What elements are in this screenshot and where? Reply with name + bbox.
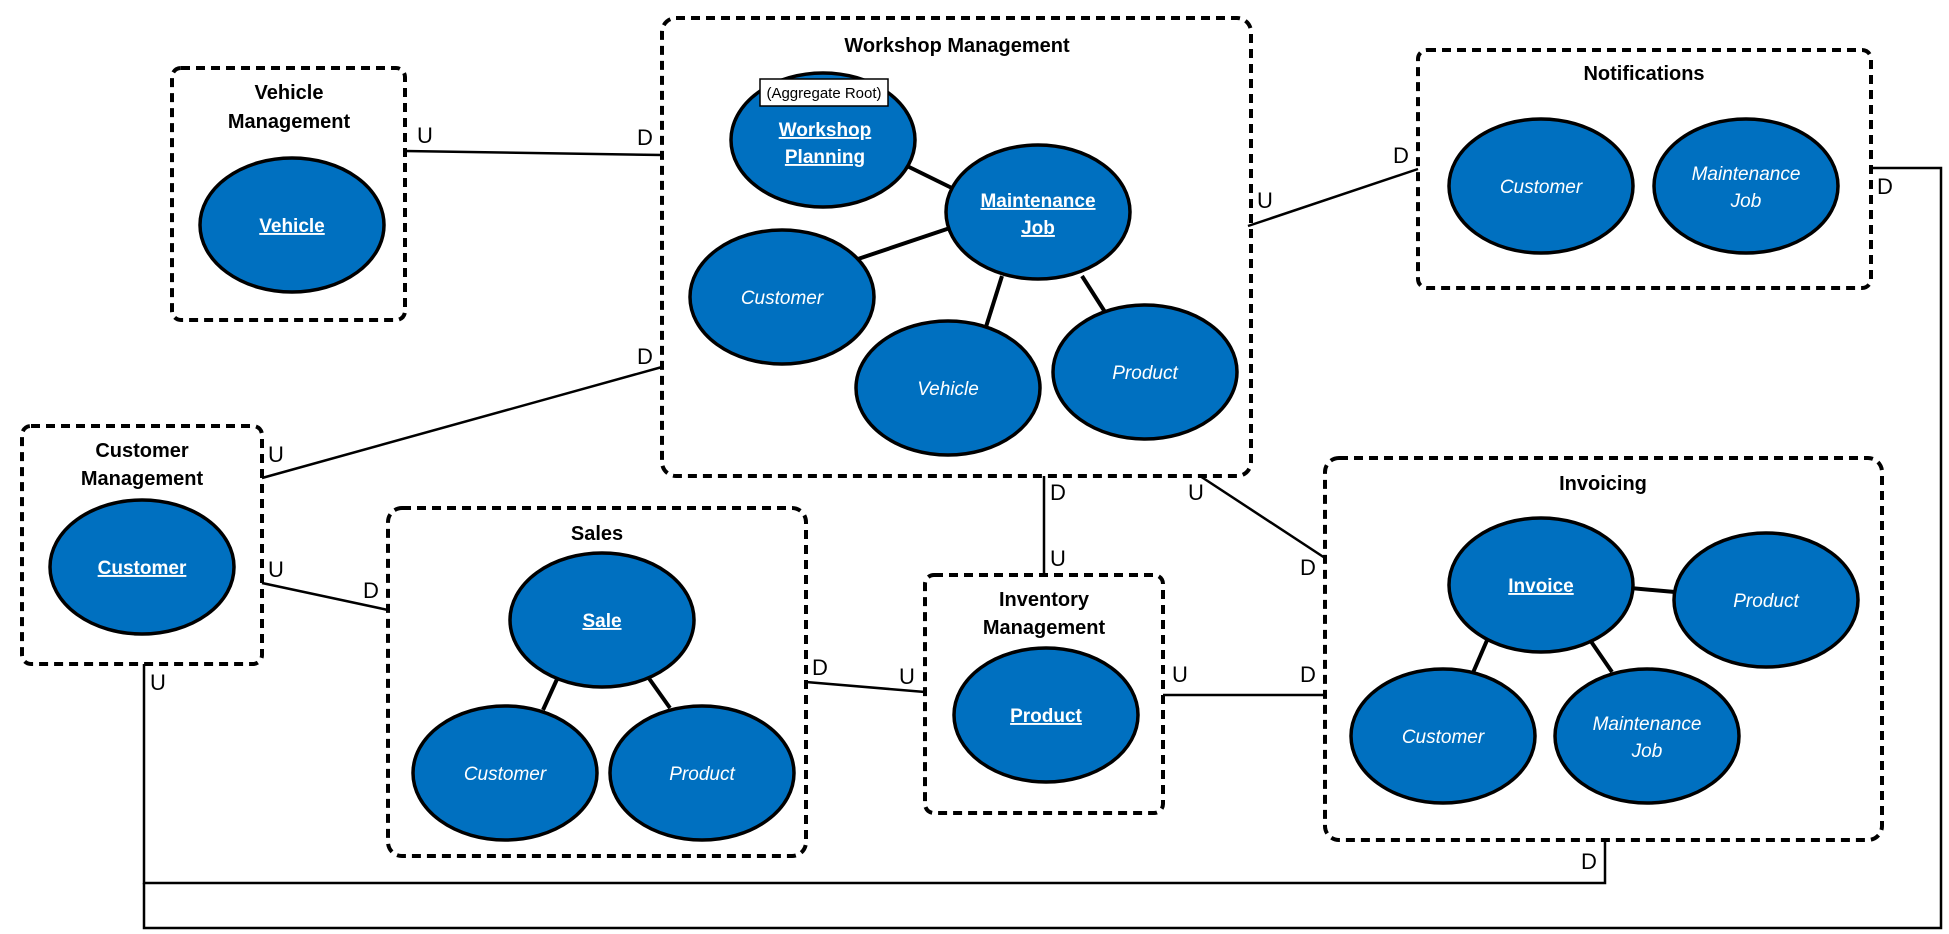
label-customer-workshop-upstream: U [268, 442, 284, 467]
assoc-sale-product [646, 675, 672, 710]
label-inventory-invoicing-upstream: U [1172, 662, 1188, 687]
relation-workshop-invoicing [1199, 474, 1326, 560]
entity-sales-customer [411, 704, 599, 842]
label-inventory-invoicing-downstream: D [1300, 662, 1316, 687]
label-vehicle-workshop-downstream: D [637, 125, 653, 150]
entity-customer-root [48, 498, 236, 636]
label-customer-invoicing-upstream: U [150, 670, 166, 695]
sales-title: Sales [571, 523, 623, 545]
entity-sales-customer-label: Customer [464, 764, 547, 785]
entity-workshop-customer [688, 228, 876, 366]
assoc-invoice-job [1588, 638, 1614, 674]
context-workshop-management [660, 16, 1253, 478]
label-customer-workshop-downstream: D [637, 344, 653, 369]
entity-notifications-customer [1447, 117, 1635, 255]
entity-workshop-vehicle [854, 319, 1042, 457]
label-workshop-notifications-downstream: D [1393, 143, 1409, 168]
entity-invoice-root [1447, 516, 1635, 654]
workshop-management-title: Workshop Management [844, 35, 1070, 57]
context-sales [386, 506, 808, 858]
entity-sales-product [608, 704, 796, 842]
inventory-management-title-line2: Management [983, 617, 1106, 639]
label-workshop-notifications-upstream: U [1257, 188, 1273, 213]
entity-product-root-label: Product [1010, 706, 1082, 727]
label-inventory-sales-downstream: D [812, 655, 828, 680]
label-customer-notifications-downstream: D [1877, 174, 1893, 199]
label-workshop-invoicing-downstream: D [1300, 555, 1316, 580]
entity-notifications-maintenance-job [1652, 117, 1840, 255]
entity-notifications-customer-label: Customer [1500, 177, 1583, 198]
entity-workshop-customer-label: Customer [741, 288, 824, 309]
entity-vehicle-root [198, 156, 386, 294]
label-customer-sales-downstream: D [363, 578, 379, 603]
entity-sale-root-label: Sale [582, 611, 621, 632]
entity-workshop-vehicle-label: Vehicle [917, 379, 979, 400]
entity-customer-root-label: Customer [98, 558, 187, 579]
entity-maintenance-job-label-line2: Job [1021, 218, 1055, 239]
entity-invoicing-product-label: Product [1733, 591, 1799, 612]
assoc-job-product [1080, 274, 1107, 314]
assoc-job-customer [854, 226, 951, 262]
entity-workshop-product-label: Product [1112, 363, 1178, 384]
assoc-sale-customer [541, 676, 560, 711]
relation-vehicle-workshop [404, 149, 663, 157]
label-workshop-invoicing-upstream: U [1188, 480, 1204, 505]
label-customer-sales-upstream: U [268, 557, 284, 582]
label-vehicle-workshop-upstream: U [417, 123, 433, 148]
entity-invoicing-product [1672, 531, 1860, 669]
entity-workshop-product [1051, 303, 1239, 441]
assoc-invoice-customer [1470, 637, 1490, 676]
customer-management-title-line2: Management [81, 468, 204, 490]
context-customer-management [20, 424, 264, 666]
inventory-management-title-line1: Inventory [999, 589, 1090, 611]
relation-workshop-notifications [1247, 167, 1419, 228]
entity-invoice-root-label: Invoice [1508, 576, 1573, 597]
entity-product-root [952, 646, 1140, 784]
entity-invoicing-maintenance-job-label-line1: Maintenance [1593, 714, 1702, 735]
entity-workshop-planning-label-line1: Workshop [779, 120, 872, 141]
label-inventory-sales-upstream: U [899, 664, 915, 689]
context-vehicle-management [170, 66, 407, 322]
label-inventory-workshop-downstream: D [1050, 480, 1066, 505]
invoicing-title: Invoicing [1559, 473, 1647, 495]
context-inventory-management [923, 573, 1165, 815]
entity-sale-root [508, 551, 696, 689]
entity-vehicle-root-label: Vehicle [259, 216, 325, 237]
assoc-invoice-product [1629, 586, 1676, 594]
label-inventory-workshop-upstream: U [1050, 546, 1066, 571]
aggregate-root-tag-label: (Aggregate Root) [766, 85, 881, 102]
relation-customer-invoicing [142, 664, 1607, 885]
notifications-title: Notifications [1583, 63, 1704, 85]
vehicle-management-title-line2: Management [228, 111, 351, 133]
label-customer-invoicing-downstream: D [1581, 849, 1597, 874]
entity-invoicing-maintenance-job-label-line2: Job [1631, 741, 1663, 762]
entity-notifications-maintenance-job-label-line2: Job [1730, 191, 1762, 212]
entity-notifications-maintenance-job-label-line1: Maintenance [1692, 164, 1801, 185]
relation-customer-sales [261, 581, 389, 612]
entity-invoicing-maintenance-job [1553, 667, 1741, 805]
entity-sales-product-label: Product [669, 764, 735, 785]
entity-maintenance-job-label-line1: Maintenance [980, 191, 1095, 212]
entity-invoicing-customer [1349, 667, 1537, 805]
relation-inventory-sales [805, 680, 926, 694]
relation-customer-workshop [261, 365, 663, 480]
assoc-job-vehicle [983, 275, 1004, 331]
entity-invoicing-customer-label: Customer [1402, 727, 1485, 748]
entity-workshop-planning-label-line2: Planning [785, 147, 865, 168]
context-invoicing [1323, 456, 1884, 842]
customer-management-title-line1: Customer [95, 440, 189, 462]
entity-maintenance-job-root [944, 143, 1132, 281]
aggregate-root-tag [759, 78, 889, 107]
context-notifications [1416, 48, 1873, 290]
vehicle-management-title-line1: Vehicle [255, 82, 324, 104]
relation-customer-notifications [142, 166, 1943, 930]
